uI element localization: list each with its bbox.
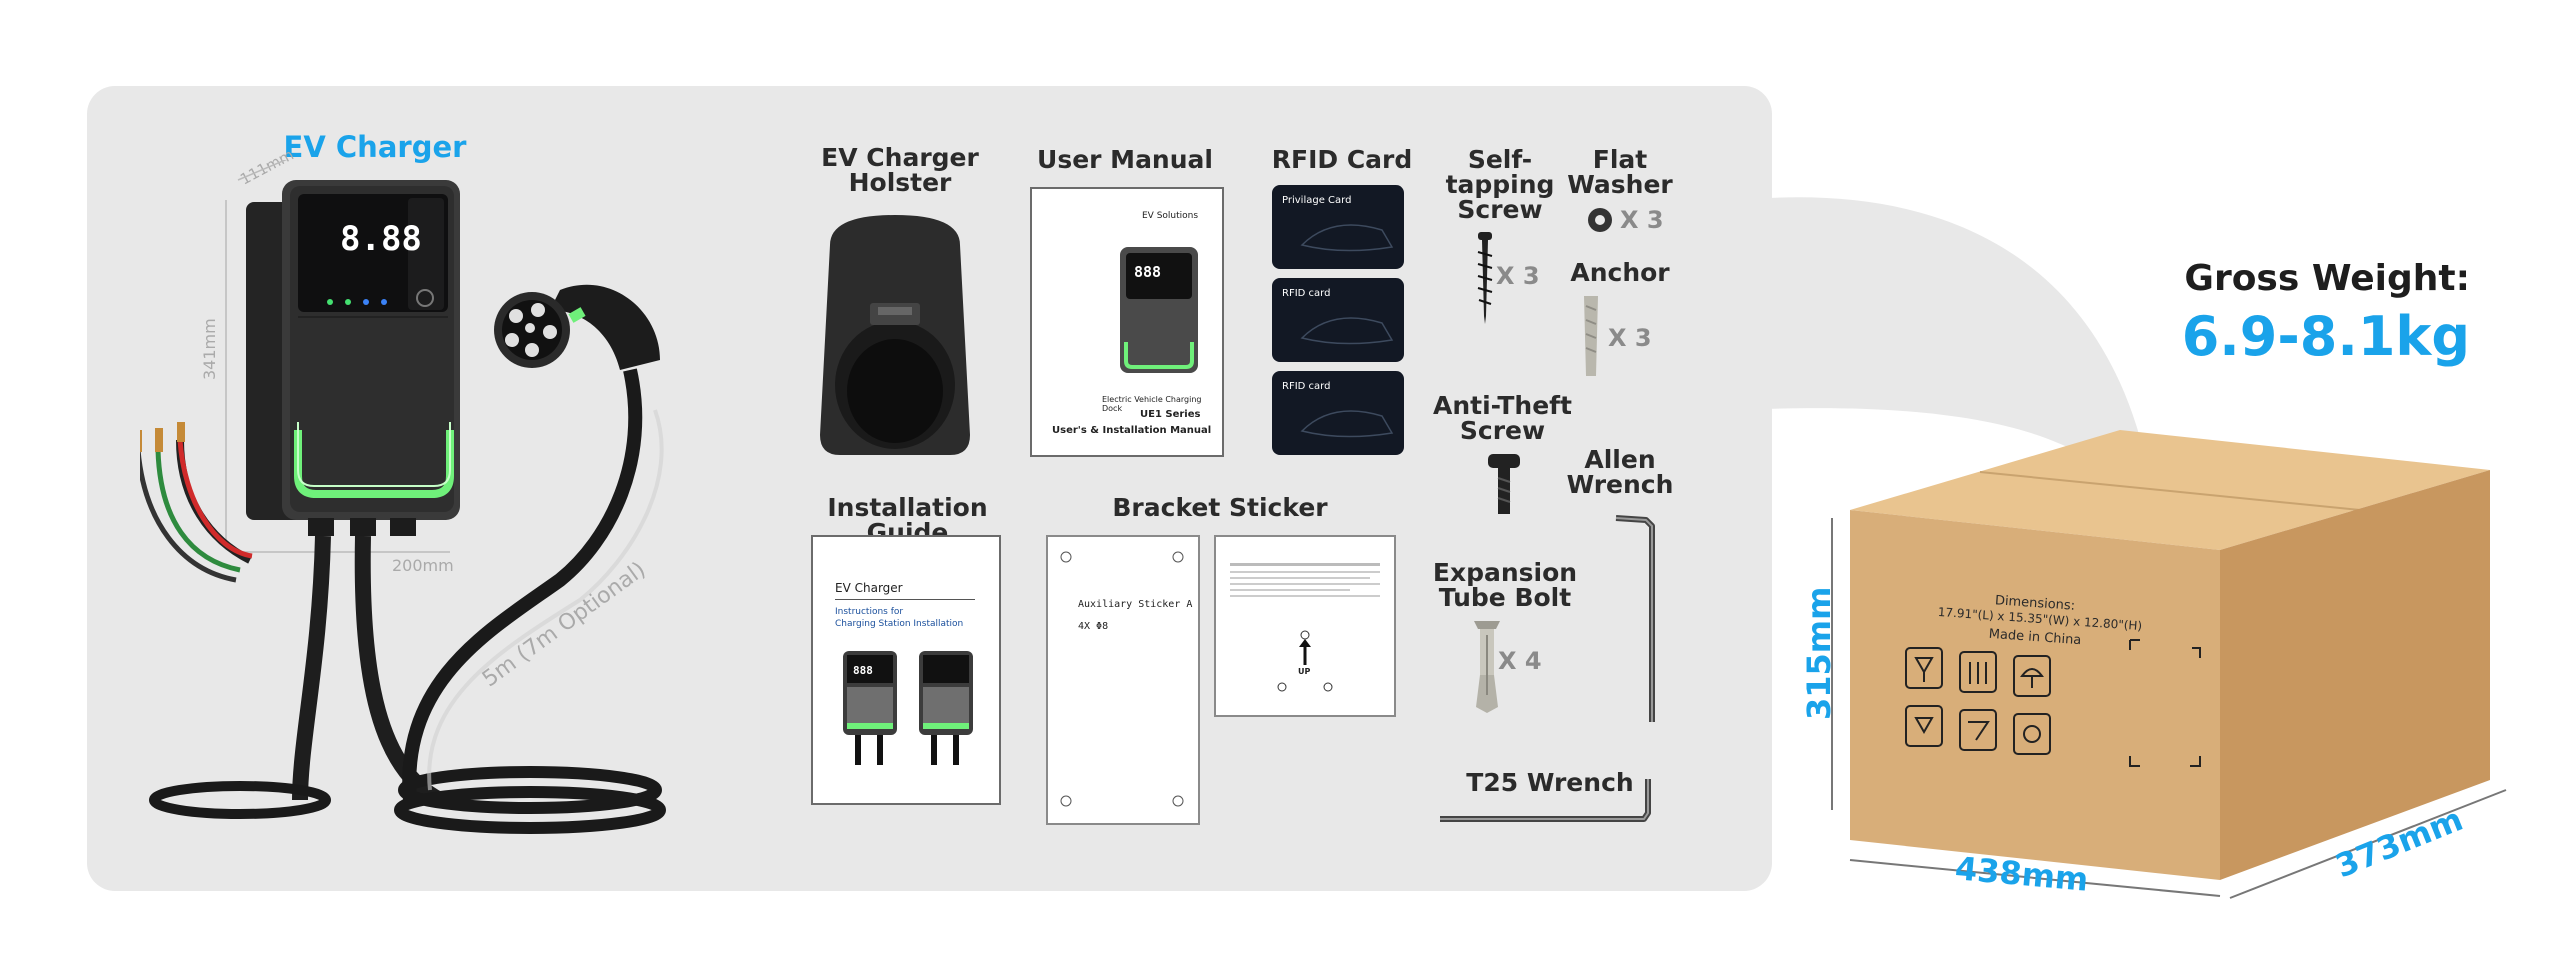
charger-width-dim: 200mm	[392, 556, 454, 575]
anchor-icon	[1584, 296, 1598, 376]
holster-label: EV Charger Holster	[821, 143, 979, 197]
self-tapping-screw-icon	[1477, 232, 1493, 324]
svg-text:888: 888	[1134, 263, 1161, 281]
rfid-card-1-text: Privilage Card	[1282, 195, 1352, 206]
expansion-quantity: X 4	[1498, 647, 1542, 675]
bracket-sticker-label: Bracket Sticker	[1112, 493, 1328, 522]
svg-text:888: 888	[853, 664, 873, 677]
flat-washer-icon	[1588, 208, 1612, 232]
installation-guide-document: EV Charger Instructions for Charging Sta…	[811, 535, 1001, 805]
rfid-card-2: RFID card	[1272, 278, 1404, 362]
manual-brand: EV Solutions	[1142, 211, 1199, 221]
flat-washer-label: Flat Washer	[1567, 145, 1673, 199]
rfid-card-3-text: RFID card	[1282, 381, 1331, 392]
box-height-label: 315mm	[1800, 586, 1838, 720]
gross-weight-value: 6.9-8.1kg	[2181, 305, 2470, 368]
anti-theft-screw-label: Anti-Theft Screw	[1432, 391, 1572, 445]
anchor-quantity: X 3	[1608, 324, 1652, 352]
sticker-up-text: UP	[1298, 667, 1311, 676]
sticker-a-title: Auxiliary Sticker A	[1078, 599, 1193, 610]
charger-display: 8.88	[340, 219, 422, 259]
ev-charger-illustration: 8.88	[140, 160, 666, 834]
bracket-sticker-a: Auxiliary Sticker A 4X Φ8	[1046, 535, 1200, 825]
expansion-tube-bolt-label: Expansion Tube Bolt	[1432, 558, 1578, 612]
self-tapping-screw-label: Self- tapping Screw	[1445, 145, 1555, 224]
t25-wrench-label: T25 Wrench	[1466, 768, 1634, 797]
guide-title: EV Charger	[835, 581, 903, 595]
manual-title: User's & Installation Manual	[1052, 425, 1212, 436]
user-manual-label: User Manual	[1037, 145, 1213, 174]
guide-line1: Instructions for	[835, 607, 904, 617]
allen-wrench-icon	[1615, 515, 1655, 722]
t25-wrench-icon	[1440, 779, 1651, 822]
ev-charger-label: EV Charger	[283, 130, 467, 164]
bracket-sticker-b: UP	[1214, 535, 1396, 717]
anchor-label: Anchor	[1570, 258, 1670, 287]
rfid-card-3: RFID card	[1272, 371, 1404, 455]
guide-chargers-image: 888	[843, 651, 973, 765]
rfid-card-label: RFID Card	[1271, 145, 1413, 174]
rfid-card-2-text: RFID card	[1282, 288, 1331, 299]
allen-wrench-label: Allen Wrench	[1566, 445, 1674, 499]
user-manual-document: EV Solutions 888 Electric Vehicle Chargi…	[1030, 187, 1224, 457]
gross-weight-label: Gross Weight:	[2184, 258, 2470, 299]
holster-illustration	[820, 215, 970, 455]
expansion-tube-bolt-icon	[1474, 621, 1500, 713]
anti-theft-screw-icon	[1488, 454, 1520, 514]
manual-charger-image: 888	[1120, 247, 1198, 373]
rfid-card-1: Privilage Card	[1272, 185, 1404, 269]
manual-series: UE1 Series	[1140, 409, 1201, 420]
guide-line2: Charging Station Installation	[835, 619, 964, 629]
manual-subtitle: Electric Vehicle Charging Dock	[1102, 395, 1202, 413]
flat-washer-quantity: X 3	[1620, 206, 1664, 234]
self-tapping-quantity: X 3	[1496, 262, 1540, 290]
shipping-box-illustration	[1831, 430, 2507, 899]
sticker-a-note: 4X Φ8	[1078, 621, 1109, 632]
